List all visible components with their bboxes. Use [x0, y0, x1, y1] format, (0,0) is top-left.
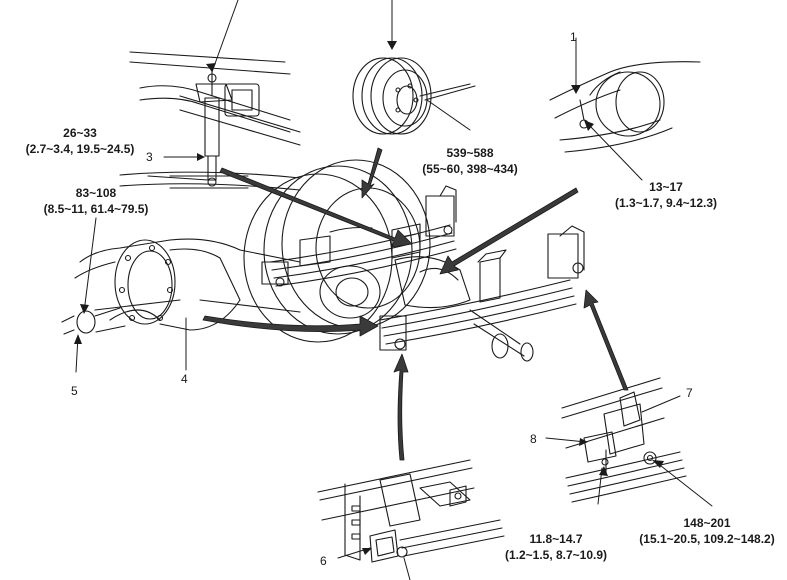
pointer-shock-top: [211, 0, 239, 73]
front-hanger-detail: [317, 459, 505, 563]
link-arrow-wheel: [361, 147, 383, 199]
link-arrow-rear-shackle: [583, 289, 629, 391]
torque-breather-alt: (1.3~1.7, 9.4~12.3): [614, 196, 718, 210]
link-arrow-shock: [219, 167, 413, 248]
pointer-shock-torque: [147, 175, 209, 181]
differential-detail: [61, 238, 301, 335]
wheel-detail: [352, 57, 476, 135]
torque-shackle-pin-alt: (15.1~20.5, 109.2~148.2): [639, 532, 775, 546]
callout-7: 7: [686, 386, 693, 400]
torque-breather-range: 13~17: [649, 180, 683, 194]
pointer-7: [641, 395, 681, 413]
pointer-wheel-torque: [426, 99, 471, 131]
link-arrow-front-hanger: [393, 353, 409, 461]
pointer-flange-torque: [83, 217, 97, 313]
callout-5: 5: [71, 384, 78, 398]
detail-link-arrows: [202, 147, 629, 461]
torque-wheel-range: 539~588: [446, 146, 494, 160]
callout-3: 3: [146, 150, 153, 164]
torque-shackle-pin-range: 148~201: [683, 516, 731, 530]
pointer-8: [545, 437, 587, 443]
callout-1: 1: [570, 30, 577, 44]
torque-shackle-bracket-range: 11.8~14.7: [529, 532, 583, 546]
callout-4: 4: [181, 372, 188, 386]
torque-wheel-alt: (55~60, 398~434): [422, 162, 518, 176]
pointer-breather-torque: [589, 125, 643, 181]
torque-flange-alt: (8.5~11, 61.4~79.5): [43, 202, 149, 216]
callout-8: 8: [530, 432, 537, 446]
main-tires: [243, 159, 431, 343]
callout-6: 6: [320, 554, 327, 568]
torque-shock-alt: (2.7~3.4, 19.5~24.5): [25, 142, 135, 156]
callout-pointers: [75, 0, 713, 580]
shock-absorber-detail: [119, 51, 301, 191]
main-axle-springs: [261, 185, 585, 362]
rear-shackle-detail: [561, 377, 687, 503]
breather-detail: [549, 61, 701, 153]
torque-shackle-bracket-alt: (1.2~1.5, 8.7~10.9): [504, 548, 608, 562]
torque-flange-range: 83~108: [75, 186, 117, 200]
link-arrow-breather: [439, 187, 579, 275]
torque-shock-range: 26~33: [63, 126, 97, 140]
pointer-shackle-pin: [655, 461, 713, 507]
pointer-bottom: [403, 557, 411, 580]
link-arrow-differential: [202, 315, 379, 337]
callout-arrowheads: [74, 41, 664, 555]
